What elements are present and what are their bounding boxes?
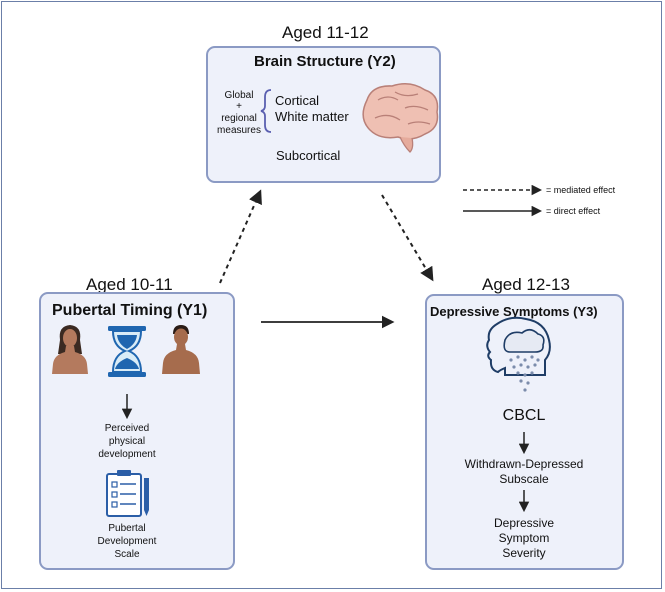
perceived-label-2: physical <box>108 436 146 447</box>
cbcl-label: CBCL <box>502 407 546 424</box>
pubertal-timing-title: Pubertal Timing (Y1) <box>52 302 208 319</box>
depressive-age-label: Aged 12-13 <box>482 275 570 294</box>
brain-age-label: Aged 11-12 <box>282 23 369 42</box>
clipboard-questionnaire-icon <box>106 470 149 517</box>
brain-structure-title: Brain Structure (Y2) <box>254 53 396 70</box>
hourglass-icon <box>108 326 146 377</box>
male-figure-icon <box>162 325 200 374</box>
female-figure-icon <box>52 325 88 374</box>
legend-direct-label: = direct effect <box>546 206 601 216</box>
perceived-label-3: development <box>98 449 156 460</box>
severity-label-1: Depressive <box>493 516 555 530</box>
pds-label-2: Development <box>97 536 157 547</box>
head-raincloud-icon <box>486 316 551 392</box>
severity-label-2: Symptom <box>498 531 550 545</box>
white-matter-label: White matter <box>275 109 349 124</box>
regional-label: regional <box>221 113 257 124</box>
withdrawn-label-2: Subscale <box>499 472 549 486</box>
plus-label: + <box>236 101 242 112</box>
mediated-arrow-pubertal-to-brain <box>219 189 262 284</box>
global-label: Global <box>224 90 254 101</box>
legend-mediated-label: = mediated effect <box>546 185 616 195</box>
severity-label-3: Severity <box>502 546 546 560</box>
pubertal-age-label: Aged 10-11 <box>86 275 173 294</box>
cortical-label: Cortical <box>275 93 320 108</box>
pds-label-3: Scale <box>114 549 140 560</box>
perceived-label-1: Perceived <box>104 423 150 434</box>
measures-label: measures <box>217 125 261 136</box>
withdrawn-label-1: Withdrawn-Depressed <box>464 457 584 471</box>
pds-label-1: Pubertal <box>108 523 146 534</box>
mediated-arrow-brain-to-depressive <box>381 194 434 282</box>
measures-brace <box>260 89 272 133</box>
brain-icon <box>362 83 439 153</box>
subcortical-label: Subcortical <box>276 148 341 163</box>
depressive-symptoms-title: Depressive Symptoms (Y3) <box>430 304 598 319</box>
